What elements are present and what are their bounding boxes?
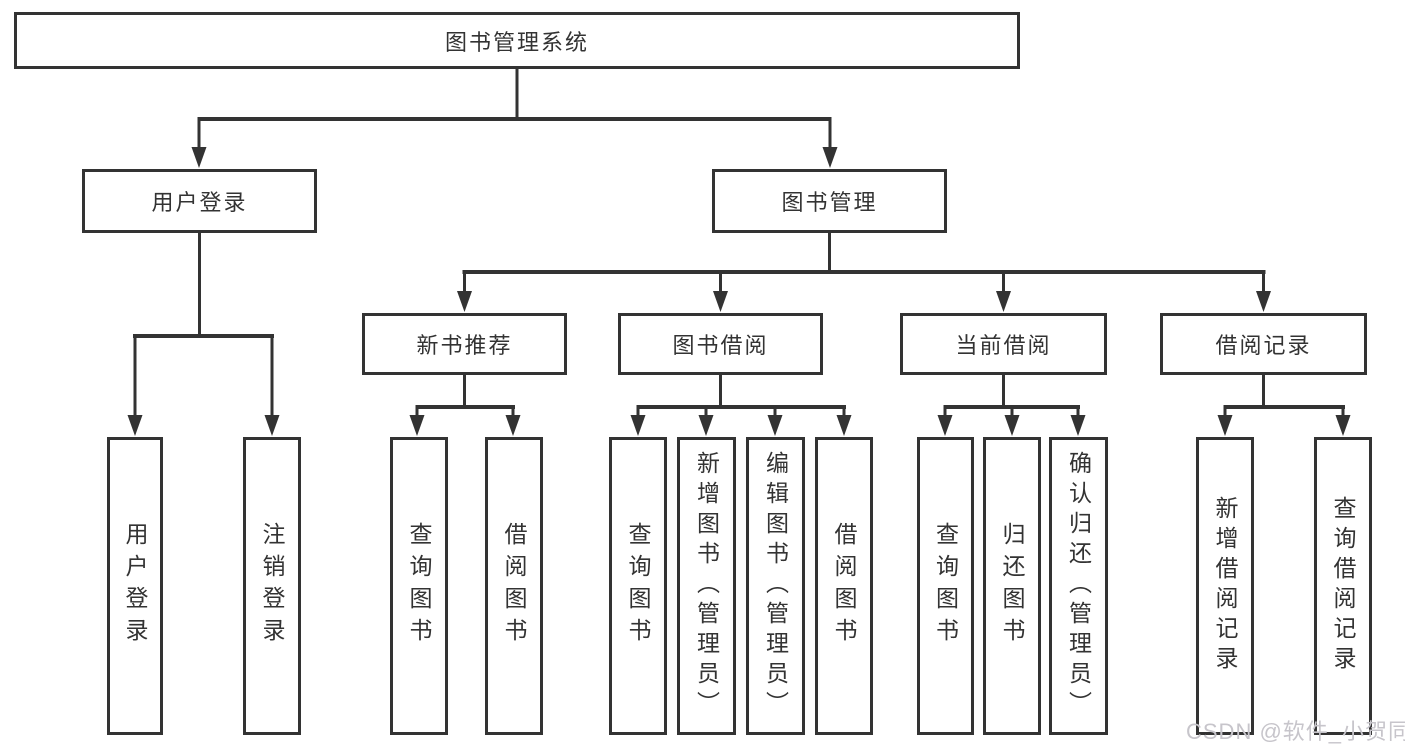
node-current-borrow: 当前借阅 xyxy=(900,313,1107,375)
csdn-watermark: CSDN @软件_小贺同学 xyxy=(1186,719,1405,744)
node-leaf-borrow-books-2-label: 借阅图书 xyxy=(831,522,857,650)
node-book-management-label: 图书管理 xyxy=(781,190,878,215)
node-borrow-record: 借阅记录 xyxy=(1160,313,1367,375)
node-leaf-logout-label: 注销登录 xyxy=(259,522,285,650)
node-book-management: 图书管理 xyxy=(712,169,947,233)
node-leaf-return-books: 归还图书 xyxy=(983,437,1041,735)
node-borrow-record-label: 借阅记录 xyxy=(1215,333,1312,358)
node-book-borrow: 图书借阅 xyxy=(618,313,823,375)
node-leaf-query-books-3-label: 查询图书 xyxy=(932,522,959,650)
node-leaf-add-borrow-record: 新增借阅记录 xyxy=(1196,437,1254,735)
node-current-borrow-label: 当前借阅 xyxy=(955,333,1052,358)
node-leaf-logout: 注销登录 xyxy=(243,437,301,735)
node-leaf-add-borrow-record-label: 新增借阅记录 xyxy=(1212,496,1238,676)
node-leaf-add-books-admin: 新增图书（管理员） xyxy=(677,437,736,735)
node-leaf-edit-books-admin-label: 编辑图书（管理员） xyxy=(762,451,789,721)
node-book-borrow-label: 图书借阅 xyxy=(672,333,769,358)
node-leaf-query-books-2: 查询图书 xyxy=(609,437,667,735)
node-leaf-user-login-label: 用户登录 xyxy=(122,522,148,650)
node-leaf-query-borrow-record-label: 查询借阅记录 xyxy=(1330,496,1356,676)
node-new-book-recommend-label: 新书推荐 xyxy=(416,333,513,358)
node-leaf-borrow-books-1: 借阅图书 xyxy=(485,437,543,735)
node-leaf-query-books-1: 查询图书 xyxy=(390,437,448,735)
node-leaf-borrow-books-2: 借阅图书 xyxy=(815,437,873,735)
node-new-book-recommend: 新书推荐 xyxy=(362,313,567,375)
node-leaf-edit-books-admin: 编辑图书（管理员） xyxy=(746,437,805,735)
node-leaf-query-books-2-label: 查询图书 xyxy=(625,522,651,650)
node-leaf-query-books-3: 查询图书 xyxy=(917,437,974,735)
node-leaf-query-borrow-record: 查询借阅记录 xyxy=(1314,437,1372,735)
node-leaf-confirm-return-admin-label: 确认归还（管理员） xyxy=(1065,451,1092,721)
node-leaf-user-login: 用户登录 xyxy=(107,437,163,735)
node-leaf-add-books-admin-label: 新增图书（管理员） xyxy=(693,451,720,721)
node-user-login-label: 用户登录 xyxy=(151,190,248,215)
node-leaf-query-books-1-label: 查询图书 xyxy=(406,522,432,650)
node-leaf-return-books-label: 归还图书 xyxy=(999,522,1025,650)
node-root-system: 图书管理系统 xyxy=(14,12,1020,69)
node-leaf-confirm-return-admin: 确认归还（管理员） xyxy=(1049,437,1108,735)
node-root-label: 图书管理系统 xyxy=(444,29,589,55)
node-leaf-borrow-books-1-label: 借阅图书 xyxy=(501,522,527,650)
node-user-login: 用户登录 xyxy=(82,169,317,233)
